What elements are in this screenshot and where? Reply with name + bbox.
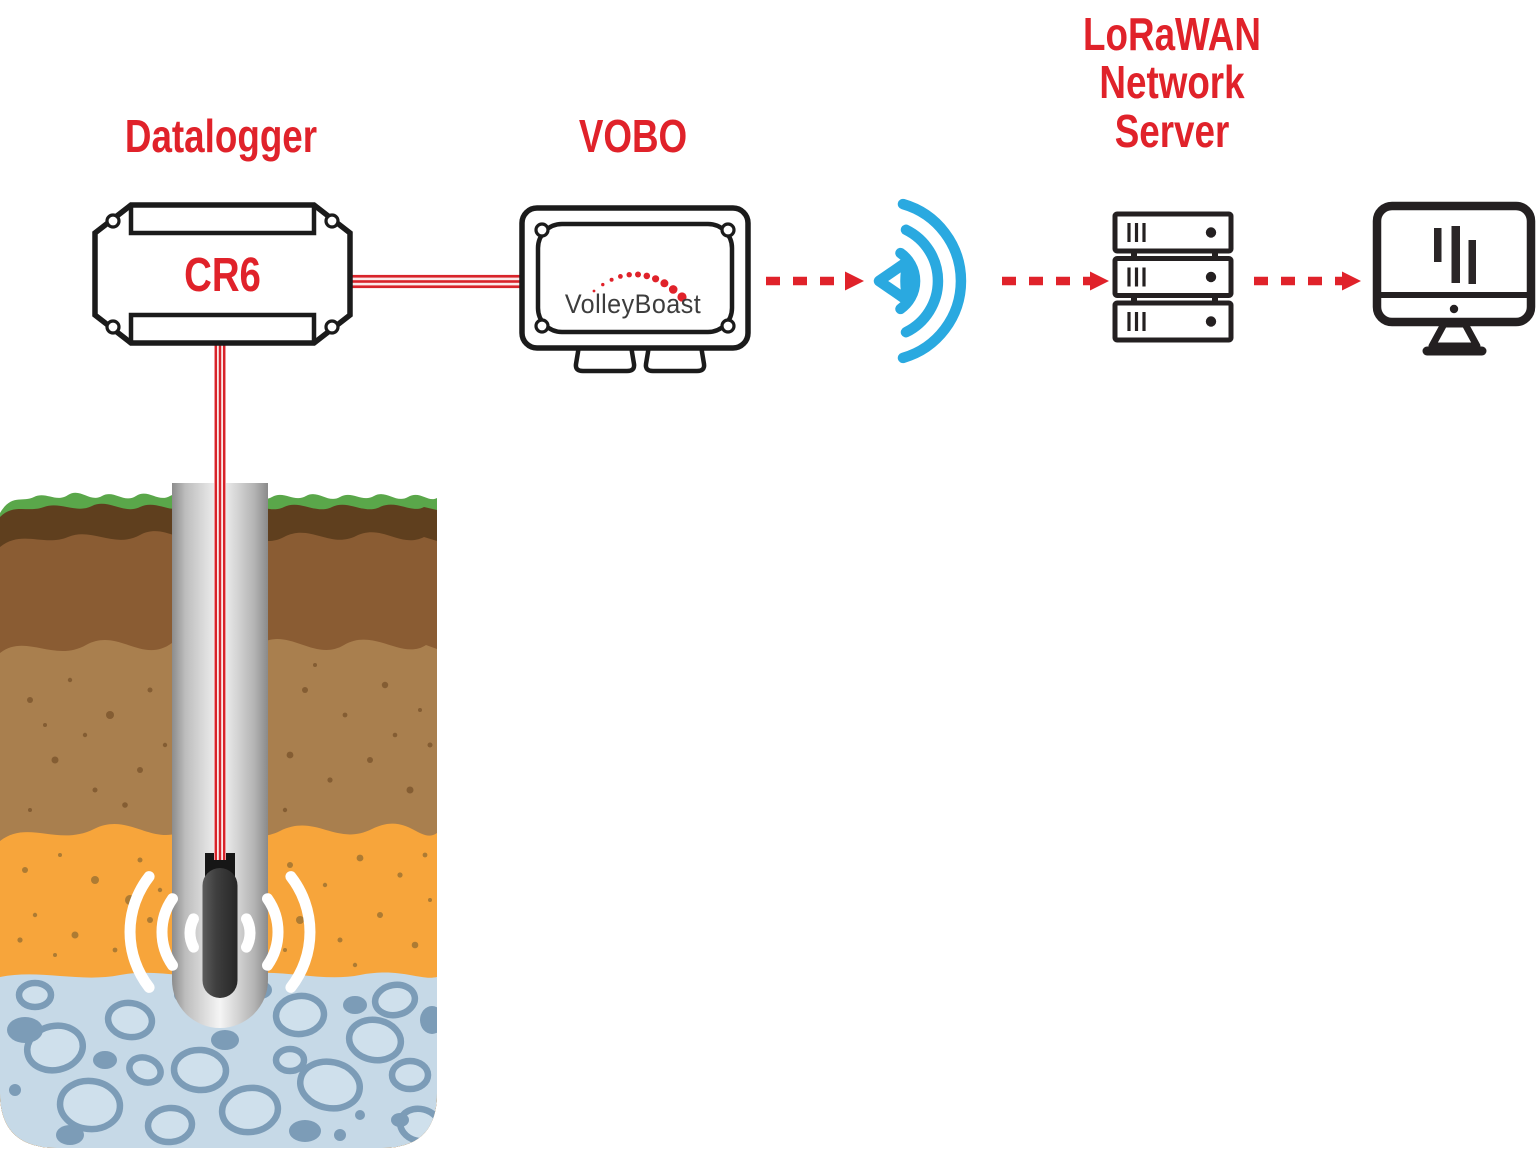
water-level-sensor-icon [202, 853, 238, 998]
screw-icon [105, 319, 121, 335]
sound-waves-icon [124, 871, 316, 993]
sediment-speckles [27, 663, 433, 813]
desktop-computer-icon [1372, 201, 1536, 356]
datalogger-label: Datalogger [124, 110, 318, 162]
datalogger-vobo-cable [348, 274, 524, 289]
vobo-mount-lug [573, 343, 637, 374]
sensor-cable [214, 345, 226, 860]
vobo-mount-lug [643, 343, 707, 374]
screw-icon [534, 222, 550, 238]
screw-icon [720, 318, 736, 334]
bar-chart-glyph [1434, 226, 1476, 284]
datalogger-enclosure-icon [92, 202, 353, 346]
dashed-arrow-1 [766, 271, 864, 291]
sensor-probe-body [202, 868, 238, 998]
volleyboast-logo-arc [592, 271, 687, 302]
volleyboast-logo-text: VolleyBoast [564, 289, 702, 319]
screw-icon [324, 319, 340, 335]
screw-icon [105, 213, 121, 229]
vobo-enclosure-icon [519, 205, 751, 374]
screw-icon [324, 213, 340, 229]
sand-speckles [17, 852, 432, 968]
datalogger-model-label: CR6 [184, 249, 261, 302]
wireless-signal-icon [873, 198, 967, 364]
network-server-label: LoRaWAN Network Server [1083, 8, 1261, 157]
dashed-arrow-2 [1002, 271, 1109, 291]
screw-icon [720, 222, 736, 238]
vobo-label: VOBO [578, 110, 688, 162]
dashed-arrow-3 [1254, 271, 1361, 291]
screw-icon [534, 318, 550, 334]
server-rack-icon [1112, 211, 1234, 343]
